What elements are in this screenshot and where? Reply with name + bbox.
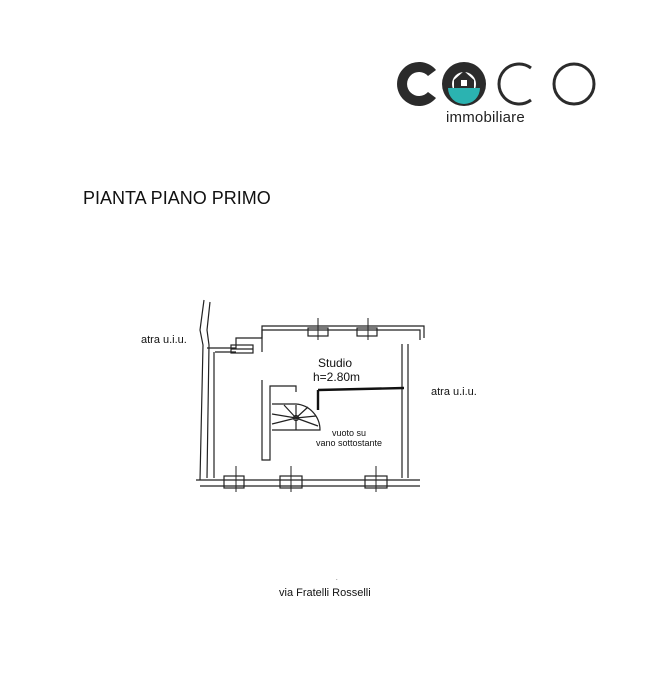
mezzanine-edge: [316, 386, 405, 410]
logo-letter-c-bold: [397, 62, 436, 106]
north-wall-inner: [215, 329, 421, 353]
spiral-stair: [271, 403, 321, 431]
logo-subtitle: immobiliare: [446, 109, 525, 126]
south-wall: [196, 479, 420, 487]
window-south-1: [223, 475, 245, 489]
stair-enclosure: [261, 380, 297, 461]
plan-title: PIANTA PIANO PRIMO: [83, 188, 271, 208]
house-icon: [442, 62, 486, 106]
room-name: Studio: [318, 356, 353, 370]
street-marker: .: [336, 576, 338, 582]
logo-letter-c-thin: [497, 62, 532, 106]
void-label-line1: vuoto su: [332, 428, 367, 438]
neighbor-left-label: atra u.i.u.: [141, 334, 187, 346]
room-height: h=2.80m: [313, 370, 361, 384]
void-label-line2: vano sottostante: [316, 438, 383, 448]
east-wall: [401, 344, 409, 478]
logo-letter-o-thin: [552, 62, 596, 106]
window-north-3: [356, 327, 378, 337]
neighbor-right-label: atra u.i.u.: [431, 386, 477, 398]
left-party-wall: [199, 299, 211, 481]
street-label: via Fratelli Rosselli: [279, 587, 371, 599]
coco-logo: [397, 62, 596, 106]
